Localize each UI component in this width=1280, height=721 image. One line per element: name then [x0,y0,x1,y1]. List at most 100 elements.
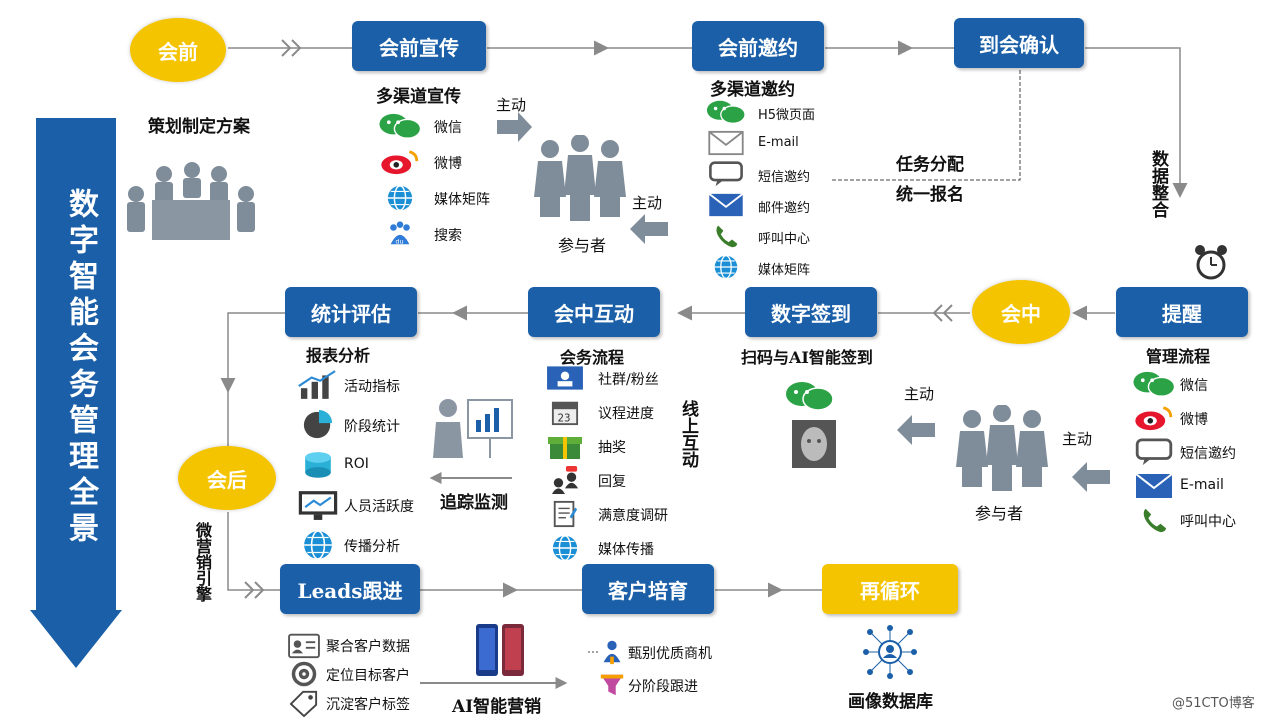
label-meeting-flow: 会务流程 [560,348,625,367]
box-confirm: 到会确认 [954,18,1084,68]
baidu-icon: du [376,220,424,248]
phone-icon [702,223,750,249]
remind-channel-item: 微博 [1180,411,1208,428]
alarm-clock-icon [1195,245,1227,280]
label-track: 追踪监测 [440,493,508,513]
report-item-item: 活动指标 [344,378,400,395]
svg-text:23: 23 [558,412,571,424]
box-signin: 数字签到 [745,287,877,337]
leads-item-item: 聚合客户数据 [326,638,410,655]
label-plan: 策划制定方案 [148,117,250,137]
invite-channel-item: 短信邀约 [758,169,811,185]
promo-channel-item: 搜索 [434,227,462,244]
wechat-icon [786,382,834,411]
monitor-icon [296,489,340,521]
idcard-icon [286,631,322,659]
phone-icon [1130,506,1178,534]
calendar-icon: 23 [546,398,584,426]
arrow-right-grey [497,112,532,142]
globe-icon [296,529,340,561]
shield-icon [596,638,628,666]
label-report: 报表分析 [306,346,371,365]
meeting-item-item: 抽奖 [598,439,626,456]
people-icon [546,364,584,392]
side-banner: 数字智能会务管理全景 [30,118,122,668]
nurture-item-item: 分阶段跟进 [628,678,698,695]
globe-icon [546,534,584,562]
participants-icon-2 [956,405,1048,491]
wechat-icon [702,99,750,125]
sms-icon [1130,438,1178,466]
meeting-item-item: 媒体传播 [598,541,654,558]
remind-channel-item: E-mail [1180,476,1224,493]
tag-icon [286,689,322,718]
phone-device-icon [476,624,524,676]
invite-channel-item: H5微页面 [758,107,816,123]
box-invitation: 会前邀约 [692,21,824,71]
presenter-icon [433,399,513,458]
box-recycle: 再循环 [822,564,958,614]
phase-before: 会前 [130,18,226,82]
invite-channel-item: E-mail [758,134,799,150]
label-manage-flow: 管理流程 [1146,347,1211,366]
wechat-icon [376,112,424,140]
invite-channel-item: 邮件邀约 [758,200,811,216]
watermark: @51CTO博客 [1172,696,1255,711]
remind-channel-item: 微信 [1180,377,1208,394]
label-participant-2: 参与者 [975,504,1024,523]
side-title: 数字智能会务管理全景 [63,188,98,548]
label-active-3: 主动 [904,385,935,403]
box-remind: 提醒 [1116,287,1248,337]
label-active-4: 主动 [1062,430,1093,448]
globe-icon [376,184,424,212]
leads-item-item: 沉淀客户标签 [326,696,410,713]
label-scan-sign: 扫码与AI智能签到 [741,348,873,367]
coins-icon [296,449,340,481]
report-item-item: 传播分析 [344,538,400,555]
invite-channel-item: 呼叫中心 [758,231,811,247]
meeting-item-item: 回复 [598,473,626,490]
promo-channel-item: 微博 [434,155,462,172]
phase-during: 会中 [972,280,1070,344]
leads-item-item: 定位目标客户 [326,667,410,684]
phase-after: 会后 [178,446,276,510]
box-leads: Leads跟进 [280,564,420,614]
remind-channel-item: 短信邀约 [1180,445,1236,462]
report-item-item: 阶段统计 [344,418,400,435]
reply-icon [546,466,584,494]
label-unified-reg: 统一报名 [896,185,964,205]
globe-icon [702,254,750,280]
remind-channel-item: 呼叫中心 [1180,513,1236,530]
gift-icon [546,432,584,460]
invite-channel-item: 媒体矩阵 [758,262,811,278]
target-icon [286,660,322,688]
nurture-item-item: 甄别优质商机 [628,645,712,662]
label-multi-invite: 多渠道邀约 [710,80,795,100]
box-nurture: 客户培育 [582,564,714,614]
promo-channel-item: 微信 [434,119,462,136]
meeting-item-item: 议程进度 [598,405,654,422]
label-active-1: 主动 [496,96,527,114]
wechat-icon [1130,370,1178,398]
report-item-item: 人员活跃度 [344,498,414,515]
meeting-item-item: 满意度调研 [598,507,668,524]
meeting-table-icon [127,162,255,240]
pie-icon [296,409,340,441]
weibo-icon [376,148,424,176]
label-participant-1: 参与者 [558,236,607,255]
mailblue-icon [702,192,750,218]
participants-icon-1 [534,135,626,221]
label-online-interact: 线上互动 [678,400,698,468]
label-task-assign: 任务分配 [896,155,964,175]
label-multi-promo: 多渠道宣传 [376,87,461,107]
label-micro-engine: 微营销引擎 [193,522,212,602]
report-item-item: ROI [344,455,369,472]
box-interact: 会中互动 [528,287,660,337]
label-portrait-db: 画像数据库 [848,692,933,712]
promo-channel-item: 媒体矩阵 [434,191,490,208]
label-data-merge: 数据整合 [1148,150,1168,218]
sms-icon [702,161,750,187]
face-scan-icon [792,420,836,468]
portrait-database-icon [863,625,917,679]
